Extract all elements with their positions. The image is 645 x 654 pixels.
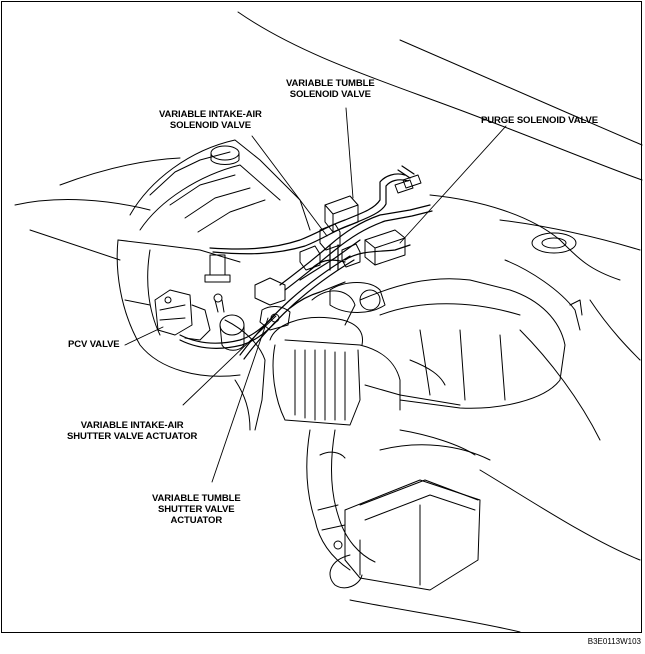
label-variable-tumble-shutter-valve-actuator: VARIABLE TUMBLE SHUTTER VALVE ACTUATOR xyxy=(152,493,241,526)
body-outline xyxy=(14,11,643,633)
label-variable-tumble-solenoid-valve: VARIABLE TUMBLE SOLENOID VALVE xyxy=(286,78,375,100)
label-variable-intake-air-shutter-valve-actuator: VARIABLE INTAKE-AIR SHUTTER VALVE ACTUAT… xyxy=(67,420,198,442)
label-pcv-valve: PCV VALVE xyxy=(68,339,120,350)
lower-hose xyxy=(306,429,491,591)
solenoid-valve-shapes xyxy=(299,174,422,271)
figure-code: B3E0113W103 xyxy=(587,637,641,646)
label-purge-solenoid-valve: PURGE SOLENOID VALVE xyxy=(481,115,598,126)
pcv-and-actuator-parts xyxy=(154,254,291,351)
label-variable-intake-air-solenoid-valve: VARIABLE INTAKE-AIR SOLENOID VALVE xyxy=(159,109,262,131)
diagram-frame xyxy=(1,1,642,633)
engine-block xyxy=(116,139,311,431)
leader-lines xyxy=(124,107,507,483)
air-cleaner xyxy=(269,278,566,426)
vacuum-hose-harness xyxy=(179,165,433,360)
